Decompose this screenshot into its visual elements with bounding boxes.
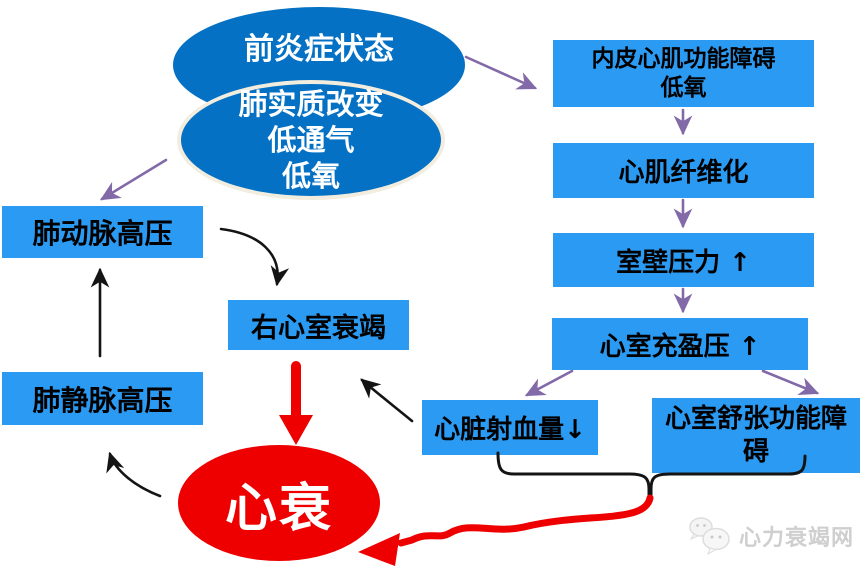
node-label-line: 低通气 [267,123,355,157]
node-ventricular-filling-pressure: 心室充盈压 ↑ [552,318,808,370]
node-pulmonary-artery-hypertension: 肺动脉高压 [2,206,203,258]
node-label: 心肌纤维化 [618,158,749,188]
node-right-ventricular-failure: 右心室衰竭 [228,300,409,350]
node-cardiac-ejection-decreased: 心脏射血量↓ [422,400,598,455]
node-diastolic-dysfunction: 心室舒张功能障碍 [652,398,860,473]
arrow-inflammation-to-endothelial [464,55,538,90]
arrow-filling-pressure-to-ejection [524,369,574,397]
node-label-line: 肺实质改变 [238,87,384,121]
node-pulmonary-venous-hypertension: 肺静脉高压 [2,372,203,425]
node-label: 心室充盈压 ↑ [599,331,761,362]
arrow-lung-change-to-pah [100,158,168,201]
arrowhead-rv-failure-to-heart-failure [279,415,313,445]
node-label: 心衰 [224,478,333,539]
node-label-line: 内皮心肌功能障碍 [591,45,776,72]
node-label: 室壁压力 ↑ [616,247,751,278]
node-label: 心室舒张功能障碍 [664,403,847,467]
node-label-line: 低氧 [660,74,707,101]
arrowhead-brace-to-heart-failure [358,533,400,566]
node-label: 心脏射血量↓ [434,415,586,445]
node-label: 前炎症状态 [244,32,394,67]
node-label: 右心室衰竭 [251,312,386,344]
node-wall-pressure: 室壁压力 ↑ [553,233,814,287]
watermark: 心力衰竭网 [688,516,854,556]
node-heart-failure: 心衰 [178,445,380,561]
arrow-filling-pressure-to-diastolic [761,369,820,396]
watermark-label: 心力衰竭网 [739,526,855,551]
node-label-line: 低氧 [281,159,340,193]
node-endothelial-myocardial-dysfunction: 内皮心肌功能障碍 低氧 [553,40,814,107]
node-label: 肺动脉高压 [32,217,173,250]
node-lung-parenchyma-change: 肺实质改变 低通气 低氧 [177,80,445,200]
arrow-heart-failure-to-pvh [106,451,162,498]
node-label: 肺静脉高压 [32,383,173,417]
wechat-logo-icon [689,517,730,556]
brace-left-half [496,451,651,501]
node-myocardial-fibrosis: 心肌纤维化 [553,143,814,198]
arrow-brace-to-heart-failure [397,494,654,547]
arrow-pah-to-rv-failure [219,227,290,287]
arrow-ejection-to-rv-failure [360,378,414,423]
